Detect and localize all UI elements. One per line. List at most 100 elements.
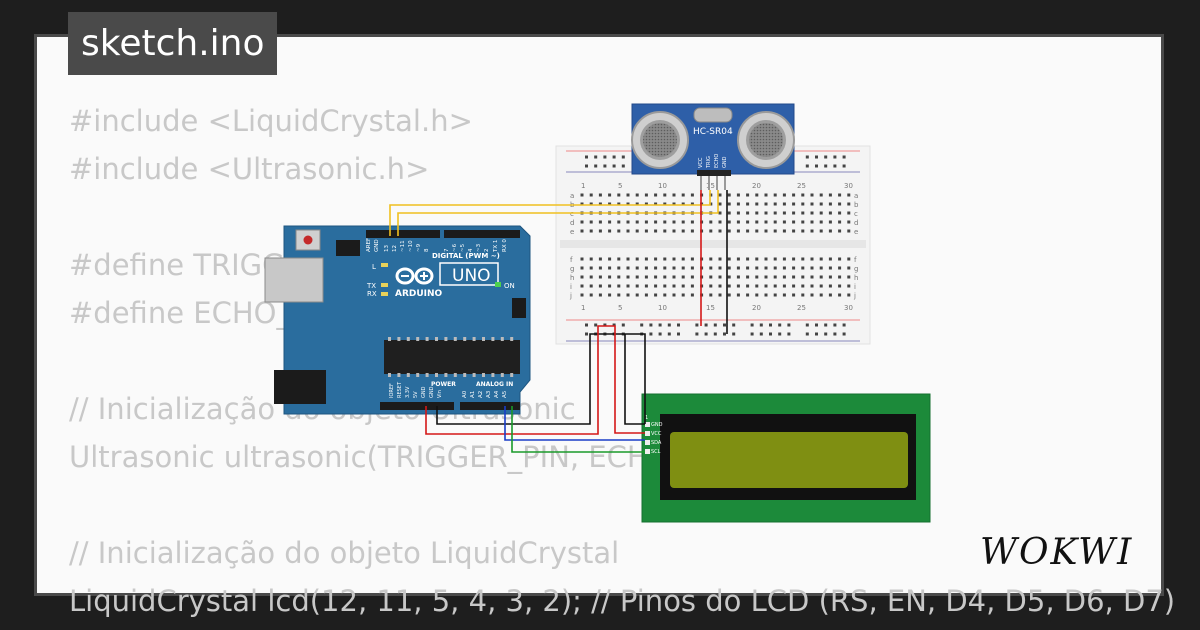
breadboard-hole[interactable] <box>608 229 612 233</box>
breadboard-hole[interactable] <box>617 284 621 288</box>
breadboard-hole[interactable] <box>635 229 639 233</box>
breadboard-rail-hole[interactable] <box>667 323 671 327</box>
breadboard-hole[interactable] <box>838 293 842 297</box>
breadboard-hole[interactable] <box>690 257 694 261</box>
breadboard-rail-hole[interactable] <box>649 332 653 336</box>
breadboard-hole[interactable] <box>608 220 612 224</box>
breadboard-hole[interactable] <box>580 202 584 206</box>
breadboard-hole[interactable] <box>635 266 639 270</box>
breadboard-hole[interactable] <box>654 229 658 233</box>
breadboard-hole[interactable] <box>681 220 685 224</box>
breadboard-rail-hole[interactable] <box>750 332 754 336</box>
breadboard-hole[interactable] <box>709 275 713 279</box>
breadboard-rail-hole[interactable] <box>769 323 772 327</box>
breadboard-hole[interactable] <box>801 275 805 279</box>
breadboard-hole[interactable] <box>847 220 851 224</box>
breadboard-rail-hole[interactable] <box>695 323 699 327</box>
breadboard-hole[interactable] <box>598 229 602 233</box>
breadboard-hole[interactable] <box>755 266 759 270</box>
breadboard-hole[interactable] <box>672 284 676 288</box>
breadboard-hole[interactable] <box>681 202 685 206</box>
breadboard-rail-hole[interactable] <box>649 323 653 327</box>
breadboard-hole[interactable] <box>690 266 694 270</box>
breadboard-hole[interactable] <box>580 284 584 288</box>
breadboard-hole[interactable] <box>626 284 630 288</box>
breadboard-rail-hole[interactable] <box>805 155 809 159</box>
breadboard-hole[interactable] <box>736 293 740 297</box>
breadboard-hole[interactable] <box>727 193 731 197</box>
reset-button-cap[interactable] <box>303 235 313 245</box>
breadboard-hole[interactable] <box>663 220 667 224</box>
breadboard-hole[interactable] <box>608 266 612 270</box>
breadboard-hole[interactable] <box>792 266 796 270</box>
breadboard-hole[interactable] <box>746 202 750 206</box>
breadboard-rail-hole[interactable] <box>759 332 763 336</box>
breadboard-hole[interactable] <box>792 229 796 233</box>
breadboard-hole[interactable] <box>828 257 832 261</box>
sensor-pin-gnd[interactable] <box>724 176 726 190</box>
sketch-filename-tab[interactable]: sketch.ino <box>68 12 278 75</box>
breadboard-hole[interactable] <box>736 229 740 233</box>
breadboard-rail-hole[interactable] <box>842 332 846 336</box>
breadboard-hole[interactable] <box>589 275 593 279</box>
breadboard-hole[interactable] <box>598 275 602 279</box>
breadboard-rail-hole[interactable] <box>815 332 818 336</box>
breadboard-rail-hole[interactable] <box>833 332 837 336</box>
breadboard-hole[interactable] <box>764 193 768 197</box>
breadboard-hole[interactable] <box>746 211 750 215</box>
breadboard-hole[interactable] <box>727 293 731 297</box>
breadboard-hole[interactable] <box>626 202 630 206</box>
breadboard-hole[interactable] <box>838 193 842 197</box>
breadboard-hole[interactable] <box>810 193 814 197</box>
breadboard-hole[interactable] <box>792 211 796 215</box>
breadboard-hole[interactable] <box>690 284 694 288</box>
breadboard-hole[interactable] <box>580 229 584 233</box>
breadboard-hole[interactable] <box>819 266 823 270</box>
breadboard-hole[interactable] <box>727 275 731 279</box>
breadboard-hole[interactable] <box>810 220 814 224</box>
breadboard-rail-hole[interactable] <box>787 332 791 336</box>
breadboard-hole[interactable] <box>838 229 842 233</box>
breadboard-hole[interactable] <box>654 257 658 261</box>
breadboard-rail-hole[interactable] <box>667 332 671 336</box>
breadboard-hole[interactable] <box>736 202 740 206</box>
breadboard-hole[interactable] <box>626 220 630 224</box>
breadboard-hole[interactable] <box>617 257 621 261</box>
breadboard-hole[interactable] <box>589 229 593 233</box>
breadboard-hole[interactable] <box>819 211 823 215</box>
breadboard-rail-hole[interactable] <box>594 164 598 168</box>
breadboard-hole[interactable] <box>838 211 842 215</box>
breadboard-hole[interactable] <box>746 284 750 288</box>
breadboard-hole[interactable] <box>635 293 639 297</box>
breadboard-hole[interactable] <box>847 193 851 197</box>
lcd-16x2-display[interactable]: 1 GND VCC SDA SCL <box>641 393 931 523</box>
breadboard-hole[interactable] <box>736 284 740 288</box>
breadboard-rail-hole[interactable] <box>677 323 680 327</box>
breadboard-hole[interactable] <box>635 202 639 206</box>
breadboard-hole[interactable] <box>663 257 667 261</box>
breadboard-rail-hole[interactable] <box>713 332 717 336</box>
breadboard-hole[interactable] <box>654 202 658 206</box>
breadboard-hole[interactable] <box>589 193 593 197</box>
breadboard-hole[interactable] <box>598 284 602 288</box>
breadboard-hole[interactable] <box>782 293 786 297</box>
breadboard-hole[interactable] <box>709 257 713 261</box>
breadboard-hole[interactable] <box>589 257 593 261</box>
breadboard-hole[interactable] <box>644 275 648 279</box>
breadboard-hole[interactable] <box>718 193 722 197</box>
breadboard-hole[interactable] <box>681 193 685 197</box>
breadboard-hole[interactable] <box>617 275 621 279</box>
breadboard-hole[interactable] <box>819 284 823 288</box>
breadboard-rail-hole[interactable] <box>750 323 754 327</box>
breadboard-rail-hole[interactable] <box>778 332 782 336</box>
breadboard-hole[interactable] <box>681 257 685 261</box>
breadboard-hole[interactable] <box>644 284 648 288</box>
breadboard-hole[interactable] <box>608 284 612 288</box>
breadboard-hole[interactable] <box>589 284 593 288</box>
breadboard-hole[interactable] <box>672 220 676 224</box>
breadboard-hole[interactable] <box>690 229 694 233</box>
breadboard-hole[interactable] <box>810 293 814 297</box>
breadboard-rail-hole[interactable] <box>833 323 837 327</box>
breadboard-hole[interactable] <box>718 266 722 270</box>
breadboard-hole[interactable] <box>801 211 805 215</box>
